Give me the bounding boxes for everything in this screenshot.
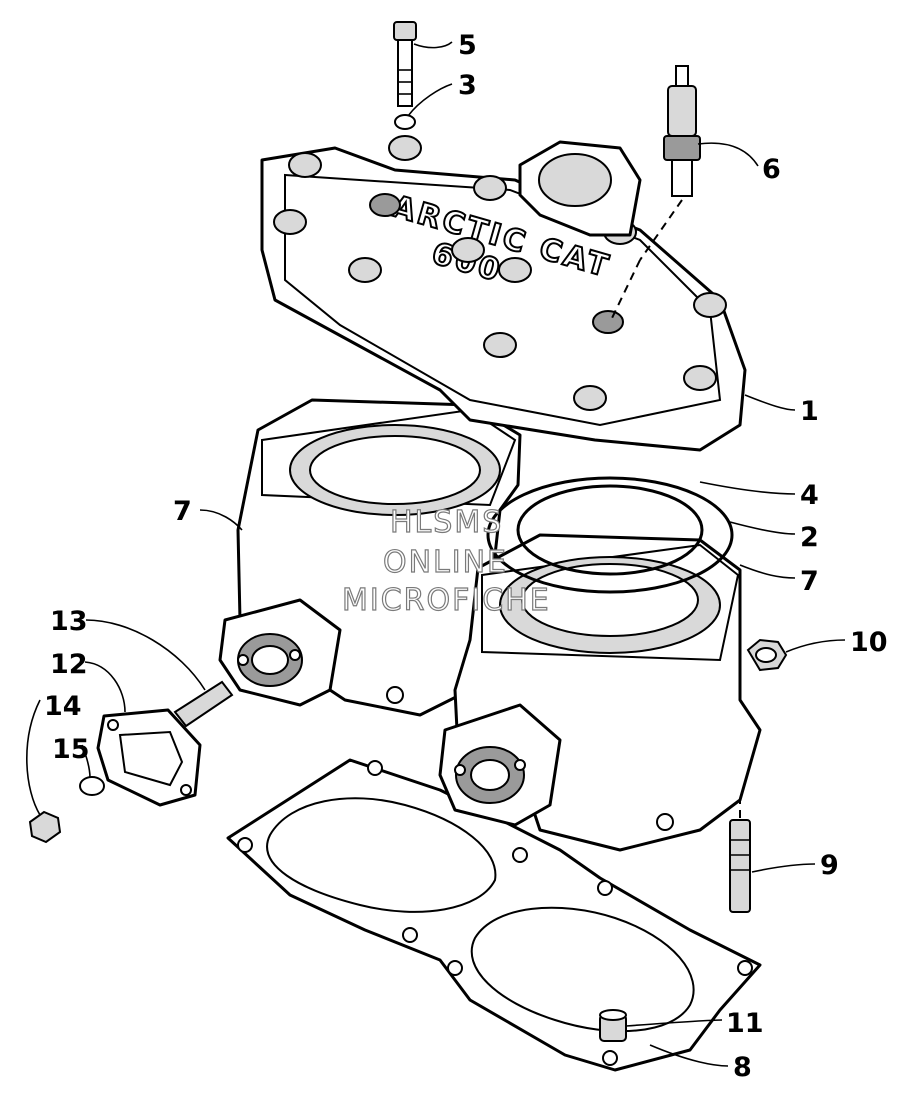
- callout-6: 6: [762, 154, 781, 185]
- callout-15: 15: [52, 734, 90, 765]
- base-gasket: [226, 758, 762, 1072]
- callout-12: 12: [50, 649, 88, 680]
- watermark-line-2: ONLINE: [383, 545, 508, 580]
- cylinder-head: ARCTIC CAT 600: [260, 135, 747, 452]
- callout-9: 9: [820, 850, 839, 881]
- lock-washer: [79, 776, 105, 796]
- watermark-line-3: MICROFICHE: [342, 583, 551, 618]
- exhaust-gasket: [96, 708, 202, 807]
- callout-7-left: 7: [173, 496, 192, 527]
- spark-plug: [611, 65, 701, 319]
- cylinder-right: [438, 533, 762, 852]
- callout-labels: 5 3 6 1 4 2 7 7 10 13 12 14 15 9 11 8: [44, 30, 888, 1083]
- exhaust-stud: [173, 680, 234, 728]
- sealing-washer: [394, 114, 416, 130]
- callout-13: 13: [50, 606, 88, 637]
- callout-5: 5: [458, 30, 477, 61]
- cylinder-left: [218, 398, 522, 717]
- dowel-pin: [599, 1009, 627, 1042]
- leader-lines: [26, 41, 846, 1067]
- watermark: HLSMS ONLINE MICROFICHE: [341, 504, 551, 618]
- hex-nut: [28, 810, 62, 844]
- callout-8: 8: [733, 1052, 752, 1083]
- callout-1: 1: [800, 396, 819, 427]
- head-bolt: [393, 21, 417, 107]
- flange-nut: [746, 638, 788, 672]
- callout-14: 14: [44, 691, 82, 722]
- callout-11: 11: [726, 1008, 764, 1039]
- callout-4: 4: [800, 480, 819, 511]
- cylinder-stud: [729, 740, 751, 913]
- watermark-line-1: HLSMS: [390, 505, 503, 540]
- head-gasket-rings: [486, 476, 734, 594]
- callout-2: 2: [800, 522, 819, 553]
- callout-10: 10: [850, 627, 888, 658]
- callout-7-right: 7: [800, 566, 819, 597]
- callout-3: 3: [458, 70, 477, 101]
